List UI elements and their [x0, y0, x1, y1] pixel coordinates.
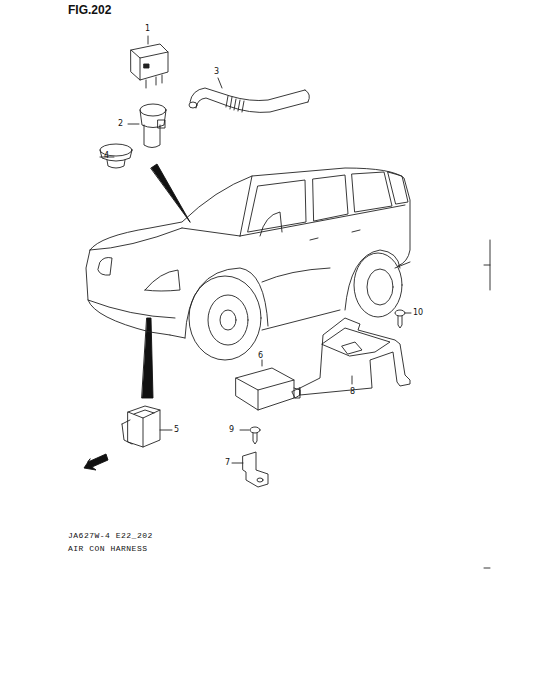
callout-number: 8	[350, 388, 355, 396]
drain-hose	[189, 78, 309, 112]
callout-number: 6	[258, 352, 263, 360]
callout-number: 4	[104, 152, 109, 160]
relay	[131, 36, 168, 88]
callout-number: 5	[174, 426, 179, 434]
grommet	[128, 104, 166, 148]
callout-number: 10	[413, 309, 423, 317]
figure-title: FIG.202	[68, 4, 111, 16]
control-unit	[236, 360, 300, 410]
callout-number: 9	[229, 426, 234, 434]
forward-arrow	[84, 454, 108, 470]
pointer-wedge	[151, 164, 190, 222]
callout-number: 2	[118, 120, 123, 128]
bracket	[292, 318, 410, 398]
callout-number: 1	[145, 25, 150, 33]
plug	[100, 144, 132, 168]
margin-mark	[484, 240, 490, 568]
callout-number: 3	[214, 68, 219, 76]
screw	[395, 310, 411, 328]
callout-number: 7	[225, 459, 230, 467]
caption-text: JA627W-4 E22_202	[68, 532, 153, 540]
sensor	[122, 406, 172, 447]
screw	[240, 427, 260, 444]
bracket	[232, 452, 268, 487]
caption-text: AIR CON HARNESS	[68, 545, 148, 553]
